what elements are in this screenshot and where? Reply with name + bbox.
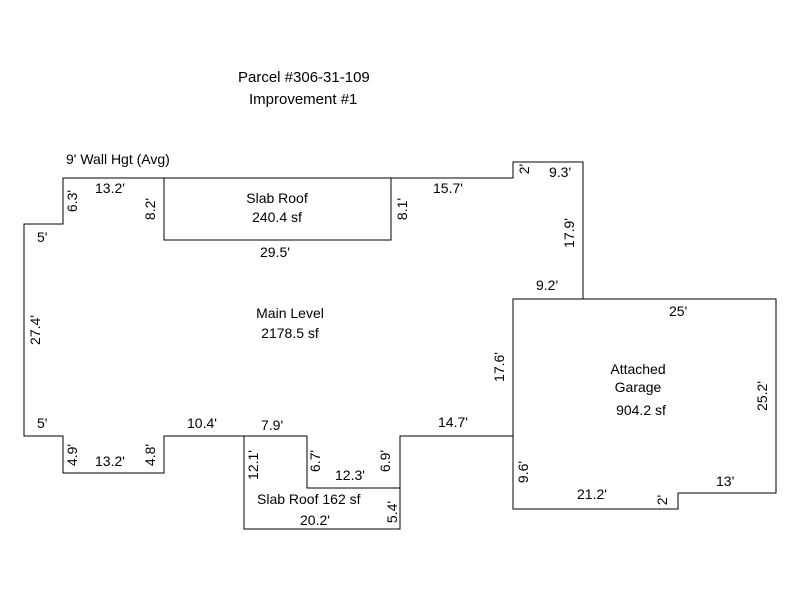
dim-label: 9.3' [549,164,571,180]
dim-label: 5' [37,229,47,245]
dim-label: 5.4' [384,501,400,523]
wall-height-label: 9' Wall Hgt (Avg) [66,151,170,167]
main-level-area: 2178.5 sf [261,325,319,341]
parcel-title: Parcel #306-31-109 [238,69,370,86]
dim-label: 7.9' [261,417,283,433]
dim-label: 4.9' [64,444,80,466]
dim-label: 5' [37,415,47,431]
dim-label: 12.3' [335,467,365,483]
dim-label: 15.7' [433,180,463,196]
slab-roof-top-area: 240.4 sf [252,209,302,225]
dim-label: 29.5' [260,244,290,260]
dim-label: 6.9' [377,450,393,472]
dim-label: 13.2' [95,180,125,196]
dim-label: 6.7' [307,450,323,472]
dim-label: 8.1' [394,198,410,220]
dim-label: 27.4' [27,315,43,345]
dim-label: 17.9' [561,218,577,248]
dim-label: 13' [716,473,734,489]
slab-roof-top-outline [163,177,392,241]
main-level-outline [23,161,584,530]
dim-label: 6.3' [64,190,80,212]
main-level-name: Main Level [256,305,324,321]
garage-area: 904.2 sf [616,402,666,418]
dim-label: 25.2' [754,381,770,411]
slab-roof-bottom-label: Slab Roof 162 sf [257,491,361,507]
dim-label: 25' [669,303,687,319]
dim-label: 20.2' [300,512,330,528]
garage-name-line2: Garage [615,379,662,395]
garage-outline [512,298,777,510]
dim-label: 10.4' [187,415,217,431]
dim-label: 8.2' [142,198,158,220]
dim-label: 12.1' [245,450,261,480]
dim-label: 14.7' [438,414,468,430]
slab-roof-top-name: Slab Roof [246,190,308,206]
dim-label: 21.2' [577,486,607,502]
improvement-title: Improvement #1 [249,91,357,108]
dim-label: 2' [516,164,532,174]
dim-label: 4.8' [142,444,158,466]
garage-name-line1: Attached [610,361,665,377]
dim-label: 9.6' [515,461,531,483]
slab-roof-bottom-outline [244,435,400,489]
dim-label: 2' [654,495,670,505]
dim-label: 17.6' [491,352,507,382]
dim-label: 9.2' [536,277,558,293]
dim-label: 13.2' [95,453,125,469]
